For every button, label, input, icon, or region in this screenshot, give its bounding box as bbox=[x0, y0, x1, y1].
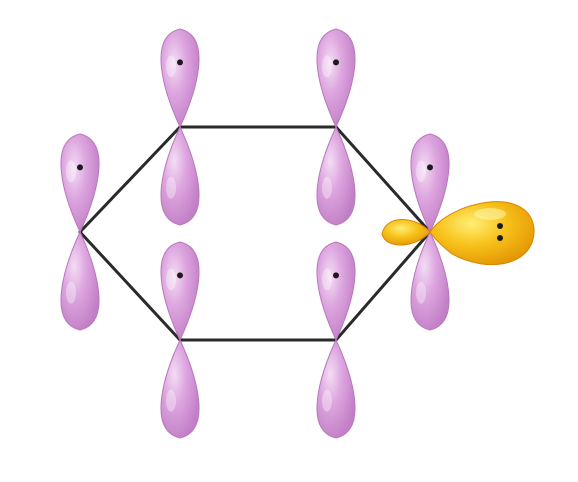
p-orbital-lower-lobe bbox=[160, 125, 200, 226]
lone-pair-electron bbox=[497, 223, 503, 229]
bond bbox=[334, 230, 432, 342]
lobe-highlight bbox=[66, 281, 76, 304]
p-orbital-upper-lobe bbox=[160, 241, 200, 342]
p-orbital-lower-lobe bbox=[410, 230, 450, 331]
bond bbox=[78, 125, 182, 234]
p-orbitals bbox=[60, 28, 450, 439]
p-orbital-upper-lobe bbox=[410, 133, 450, 234]
pi-electron bbox=[177, 59, 183, 66]
pi-electron bbox=[333, 59, 339, 66]
lobe-highlight bbox=[322, 268, 332, 291]
bond bbox=[334, 125, 432, 234]
p-orbital bbox=[160, 28, 200, 226]
ring-bonds bbox=[78, 125, 432, 342]
lobe-highlight bbox=[322, 389, 332, 412]
p-orbital-upper-lobe bbox=[60, 133, 100, 234]
lobe-highlight bbox=[416, 281, 426, 304]
p-orbital bbox=[160, 241, 200, 439]
p-orbital-lower-lobe bbox=[160, 338, 200, 439]
pi-electron bbox=[77, 164, 83, 171]
nitrogen-lone-pair-orbital bbox=[381, 201, 535, 266]
bond bbox=[78, 230, 182, 342]
p-orbital bbox=[316, 28, 356, 226]
p-orbital-lower-lobe bbox=[316, 125, 356, 226]
lobe-highlight bbox=[322, 55, 332, 78]
p-orbital-upper-lobe bbox=[316, 241, 356, 342]
lobe-highlight bbox=[416, 160, 426, 183]
p-orbital-lower-lobe bbox=[60, 230, 100, 331]
p-orbital-upper-lobe bbox=[316, 28, 356, 129]
lone-pair-small-lobe bbox=[381, 219, 431, 246]
lobe-highlight bbox=[166, 268, 176, 291]
lobe-highlight bbox=[166, 176, 176, 199]
lobe-highlight bbox=[166, 389, 176, 412]
lone-pair-large-lobe bbox=[429, 201, 535, 266]
p-orbital bbox=[60, 133, 100, 331]
lobe-highlight bbox=[66, 160, 76, 183]
lone-pair-electron bbox=[497, 235, 503, 241]
p-orbital-lower-lobe bbox=[316, 338, 356, 439]
p-orbital bbox=[410, 133, 450, 331]
pi-electron bbox=[427, 164, 433, 171]
lobe-highlight bbox=[166, 55, 176, 78]
lobe-highlight bbox=[322, 176, 332, 199]
p-orbital bbox=[316, 241, 356, 439]
p-orbital-upper-lobe bbox=[160, 28, 200, 129]
pi-electron bbox=[333, 272, 339, 279]
pi-electron bbox=[177, 272, 183, 279]
lone-pair-highlight bbox=[474, 208, 506, 220]
